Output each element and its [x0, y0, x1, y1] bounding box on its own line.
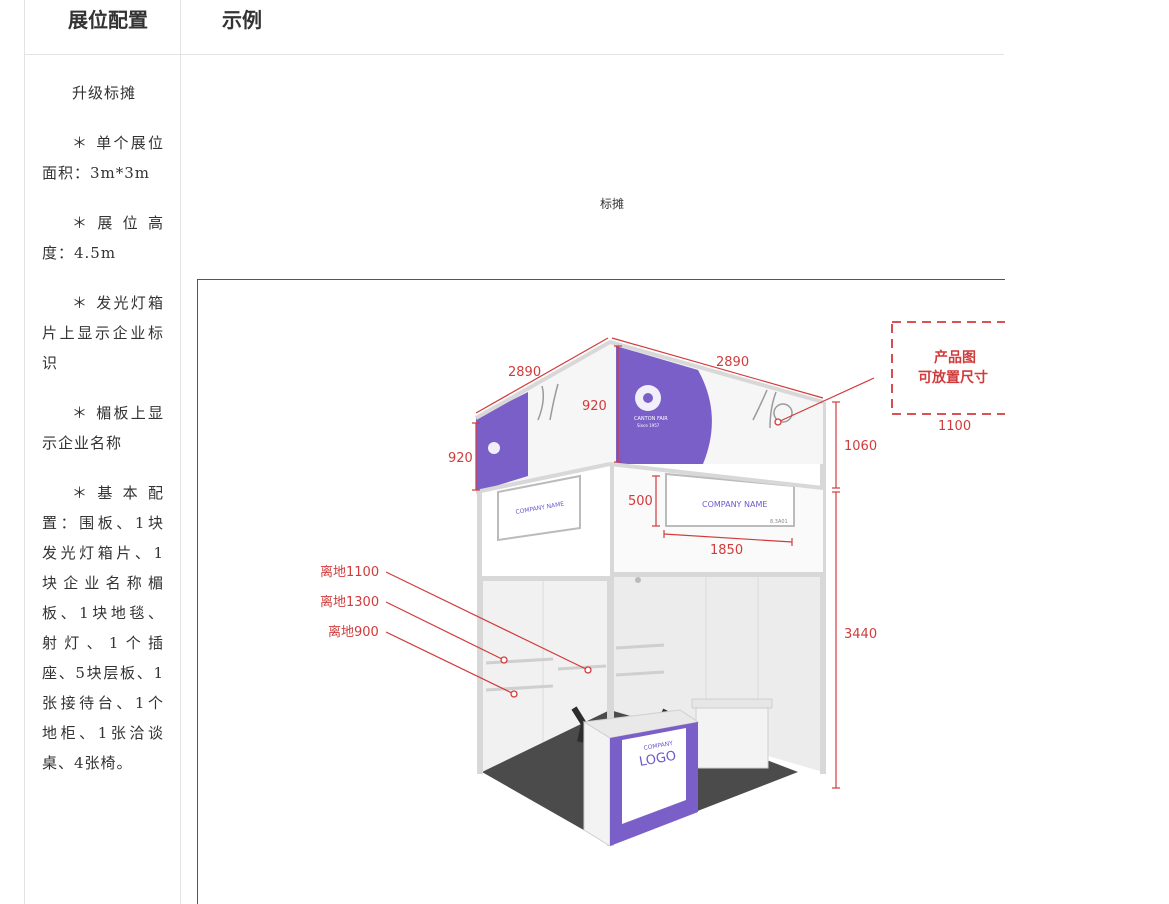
dim-lower-height: 3440 [844, 627, 877, 642]
booth-type-name: 升级标摊 [72, 84, 137, 102]
negotiation-table [691, 698, 773, 709]
fascia-company-name: COMPANY NAME [702, 500, 767, 509]
shelf [615, 643, 665, 650]
canton-fair-logo-center [643, 393, 653, 403]
dim-product-box-width: 1100 [938, 419, 971, 434]
config-item: ＊ 展 位 高 度：4.5m [42, 214, 164, 262]
top-frame [475, 339, 824, 420]
lightbox-left-purple [476, 392, 528, 492]
table-border-left [24, 0, 25, 904]
lightbox-front-purple [616, 346, 712, 464]
product-sketch-icon [537, 383, 793, 429]
column-divider [180, 0, 181, 904]
crossbar [482, 576, 610, 581]
frame-post [477, 490, 483, 774]
config-item: ＊ 楣板上显示企业名称 [42, 404, 164, 452]
dim-side-height-right: 920 [582, 399, 607, 414]
shelf-height-label: 离地1100 [320, 564, 379, 580]
shelf-height-label: 离地1300 [320, 594, 379, 610]
frame-bar [475, 462, 611, 494]
product-size-box [891, 321, 1005, 415]
shelf [485, 657, 554, 665]
dim-fascia-width: 1850 [710, 543, 743, 558]
floor-cabinet [695, 703, 769, 769]
column-header-config: 展位配置 [68, 8, 148, 32]
lightbox-brand: CANTON FAIR [634, 416, 668, 422]
booth-diagram: COMPANY NAME COMPANY NAME 8.3A01 CANTON … [320, 321, 1005, 847]
fascia-booth-number: 8.3A01 [770, 519, 788, 525]
dim-top-right-width: 2890 [716, 355, 749, 370]
example-caption: 标摊 [600, 197, 625, 211]
counter-text-line2: LOGO [638, 749, 677, 770]
dimension-lines [385, 337, 875, 789]
shelf [615, 670, 665, 677]
annotation-markers [500, 418, 782, 698]
config-item: ＊ 发光灯箱片上显示企业标识 [42, 294, 164, 372]
dim-side-height-left: 920 [448, 451, 473, 466]
counter-side [583, 721, 611, 847]
spotlight [635, 577, 641, 583]
product-box-label: 可放置尺寸 [918, 369, 988, 386]
fascia-board-left [497, 474, 581, 542]
counter-logo-panel [622, 728, 686, 824]
header-divider [24, 54, 1004, 55]
canton-fair-logo-icon [488, 442, 500, 454]
lightbox-tagline: Since 1957 [637, 423, 660, 428]
dim-fascia-height: 500 [628, 494, 653, 509]
fascia-board-front [665, 472, 795, 527]
config-table: 展位配置 示例 升级标摊 ＊ 单个展位面积：3m*3m ＊ 展 位 高 度：4.… [24, 0, 1004, 904]
booth-diagram-figure: COMPANY NAME COMPANY NAME 8.3A01 CANTON … [197, 279, 1005, 904]
booth-config-cell: 升级标摊 ＊ 单个展位面积：3m*3m ＊ 展 位 高 度：4.5m ＊ 发光灯… [42, 78, 164, 798]
shelf [485, 684, 554, 692]
column-header-example: 示例 [222, 8, 262, 32]
config-item: ＊ 基 本 配 置：围板、1块发光灯箱片、1块企业名称楣板、1块地毯、射灯、1个… [42, 484, 164, 772]
config-item: ＊ 单个展位面积：3m*3m [42, 134, 164, 182]
product-box-label: 产品图 [934, 349, 976, 366]
shelf-height-label: 离地900 [328, 624, 379, 640]
dim-upper-height: 1060 [844, 439, 877, 454]
frame-bar [609, 462, 824, 490]
dim-top-left-width: 2890 [508, 365, 541, 380]
frame-post [607, 342, 614, 846]
frame-post [820, 402, 826, 774]
crossbar [610, 572, 823, 577]
